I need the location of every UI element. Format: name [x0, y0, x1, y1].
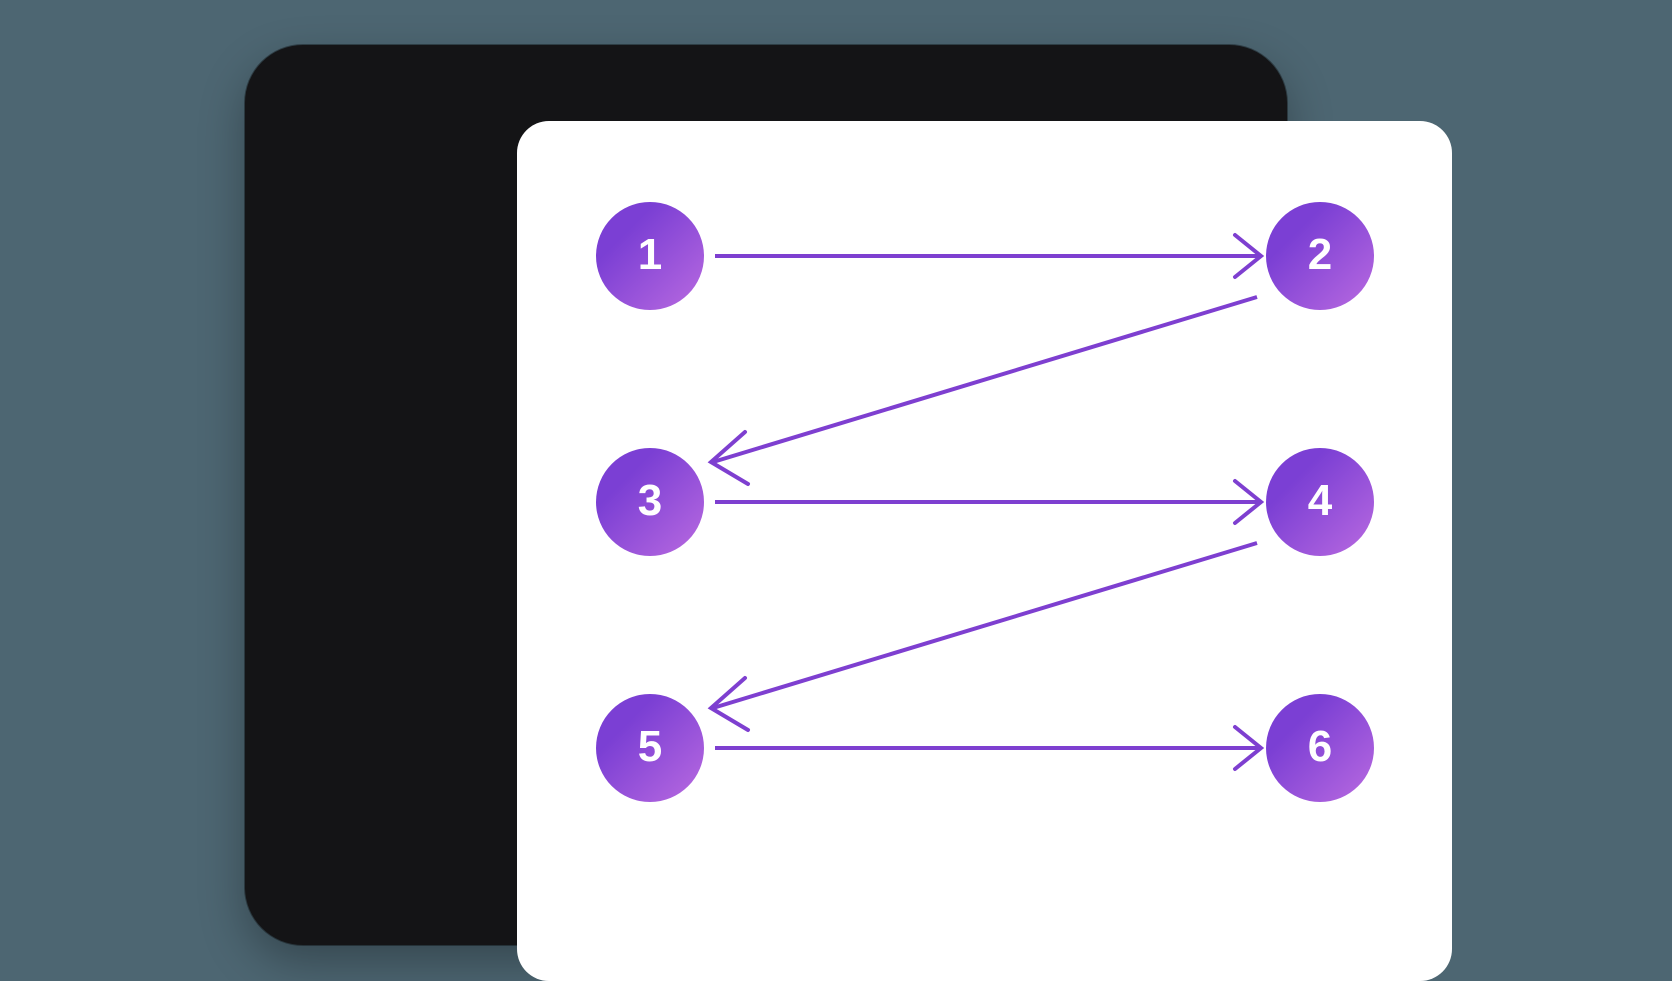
diagram-node-6[interactable]: 6: [1266, 694, 1374, 802]
diagram-canvas: 1 2 3 4 5 6: [517, 121, 1452, 981]
edge-node2-to-node3: [707, 295, 1258, 486]
edge-node1-to-node2: [715, 233, 1265, 279]
edge-node4-to-node5-line: [712, 541, 1258, 710]
edge-node5-to-node6: [715, 725, 1265, 771]
diagram-node-3-label: 3: [637, 476, 663, 525]
screenshot-stage: 1 2 3 4 5 6: [245, 45, 1452, 981]
device-screen: 1 2 3 4 5 6: [517, 121, 1452, 981]
diagram-node-6-label: 6: [1307, 722, 1333, 771]
diagram-node-2-label: 2: [1307, 230, 1333, 279]
edge-node2-to-node3-line: [712, 295, 1258, 464]
diagram-node-2[interactable]: 2: [1266, 202, 1374, 310]
diagram-node-5[interactable]: 5: [596, 694, 704, 802]
diagram-node-4[interactable]: 4: [1266, 448, 1374, 556]
edge-node2-to-node3-arrowhead: [707, 430, 750, 486]
edge-node1-to-node2-arrowhead: [1233, 233, 1265, 279]
device-frame: 1 2 3 4 5 6: [245, 45, 1452, 981]
diagram-node-5-label: 5: [637, 722, 663, 771]
edge-node3-to-node4-arrowhead: [1233, 479, 1265, 525]
diagram-node-4-label: 4: [1307, 476, 1333, 525]
diagram-node-1[interactable]: 1: [596, 202, 704, 310]
diagram-node-3[interactable]: 3: [596, 448, 704, 556]
edge-node5-to-node6-arrowhead: [1233, 725, 1265, 771]
edge-node4-to-node5: [707, 541, 1258, 732]
edge-node4-to-node5-arrowhead: [707, 676, 750, 732]
edge-node3-to-node4: [715, 479, 1265, 525]
diagram-node-1-label: 1: [637, 230, 663, 279]
